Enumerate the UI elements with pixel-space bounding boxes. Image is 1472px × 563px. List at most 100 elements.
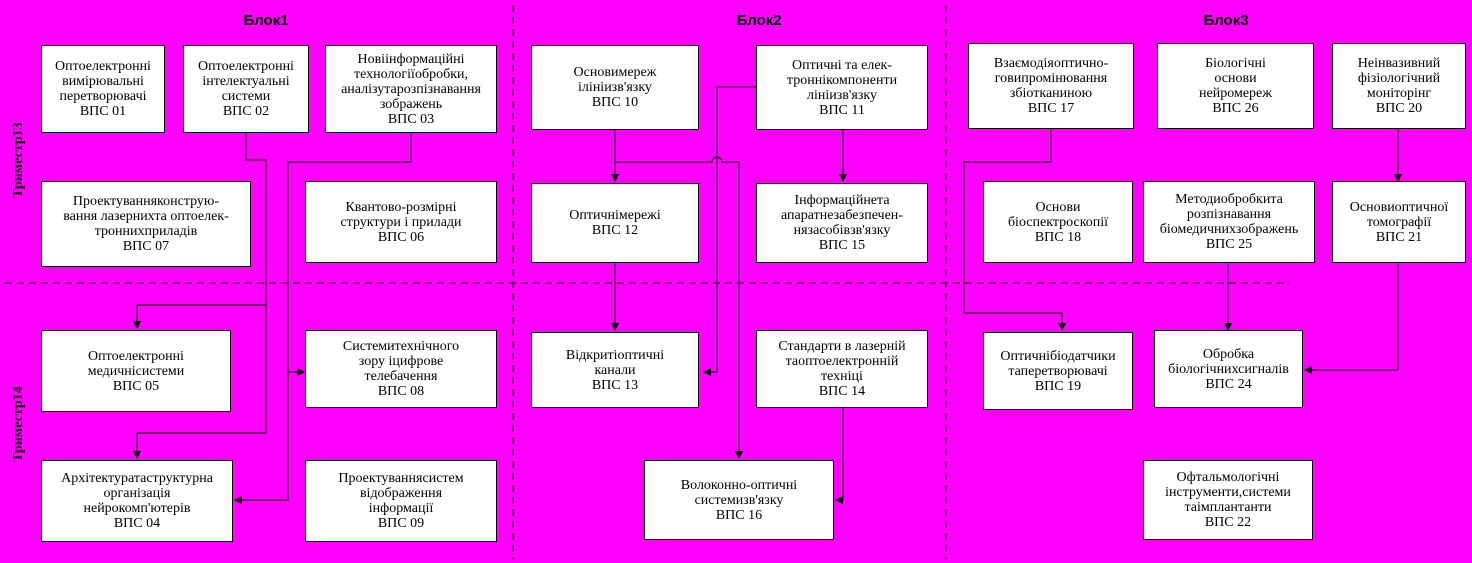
course-title-line: таоптоелектронній	[785, 354, 899, 369]
course-code: ВПС 02	[222, 104, 270, 119]
course-title-line: вимірювальні	[62, 74, 144, 89]
course-title-line: троннихприладів	[94, 224, 198, 239]
course-title-line: структури і прилади	[340, 214, 462, 230]
course-title-line: нейрокомп'ютерів	[83, 501, 191, 516]
course-code: ВПС 25	[1205, 237, 1253, 252]
course-title-line: зображень	[379, 96, 443, 112]
course-code: ВПС 19	[1034, 378, 1082, 394]
course-title-line: Взаємодіяоптично-	[993, 56, 1109, 71]
connector-02-04	[133, 305, 267, 459]
block-2-title: Блок2	[736, 12, 782, 29]
course-title-line: Оптичнібіодатчики	[1000, 348, 1116, 364]
course-box-vps07[interactable]: Проектуванняконструю-вання лазернихта оп…	[41, 181, 251, 267]
course-code: ВПС 15	[818, 238, 866, 253]
course-title-line: Оптичнімережі	[569, 208, 661, 223]
course-title-line: Оптоелектронні	[55, 59, 151, 74]
course-title-line: моніторінг	[1366, 86, 1432, 101]
course-title-line: збіотканиною	[1009, 86, 1093, 101]
course-title-line: томографії	[1366, 214, 1432, 230]
course-title-line: Неінвазивний	[1357, 56, 1441, 71]
course-title-line: Основиоптичної	[1349, 199, 1449, 215]
course-code: ВПС 04	[113, 516, 161, 531]
course-code: ВПС 01	[79, 104, 127, 119]
course-title-line: медичнісистеми	[87, 363, 185, 379]
course-code: ВПС 09	[377, 516, 425, 531]
course-title-line: Новіінформаційні	[357, 51, 465, 67]
course-title-line: Основимереж	[573, 65, 657, 80]
course-title-line: перетворювачі	[59, 89, 147, 104]
course-title-line: Обробка	[1202, 346, 1255, 362]
course-title-line: зору іцифрове	[358, 354, 444, 369]
course-code: ВПС 17	[1027, 101, 1075, 116]
course-title-line: Волоконно-оптичні	[680, 477, 798, 493]
course-code: ВПС 16	[715, 507, 763, 523]
semester-14-label: Триместр14	[11, 386, 26, 462]
course-title-line: нязасобівзв'язку	[793, 223, 891, 238]
course-title-line: системизв'язку	[694, 492, 784, 508]
course-title-line: розпізнавання	[1186, 207, 1272, 222]
course-title-line: ілініизв'язку	[578, 80, 652, 95]
course-title-line: апаратнезабезпечен-	[781, 208, 903, 223]
course-code: ВПС 20	[1375, 101, 1423, 116]
connector-14-16	[835, 408, 844, 504]
course-title-line: фізіологічний	[1357, 71, 1441, 86]
connector-17-19	[963, 129, 1066, 331]
connector-02-05	[133, 133, 267, 329]
course-code: ВПС 10	[591, 95, 639, 110]
course-title-line: Інформаційнета	[794, 193, 890, 208]
course-title-line: Оптоелектронні	[198, 59, 294, 74]
course-title-line: технологіїобробки,	[353, 66, 468, 82]
course-title-line: Проектуваннясистем	[338, 471, 464, 486]
course-title-line: інтелектуальні	[202, 74, 290, 89]
course-title-line: Стандарти в лазерній	[778, 339, 906, 354]
course-title-line: Основи	[1035, 199, 1081, 215]
course-title-line: Відкритіоптичні	[565, 347, 665, 363]
course-code: ВПС 14	[818, 384, 866, 399]
course-code: ВПС 07	[122, 239, 170, 254]
course-title-line: канали	[594, 362, 636, 378]
